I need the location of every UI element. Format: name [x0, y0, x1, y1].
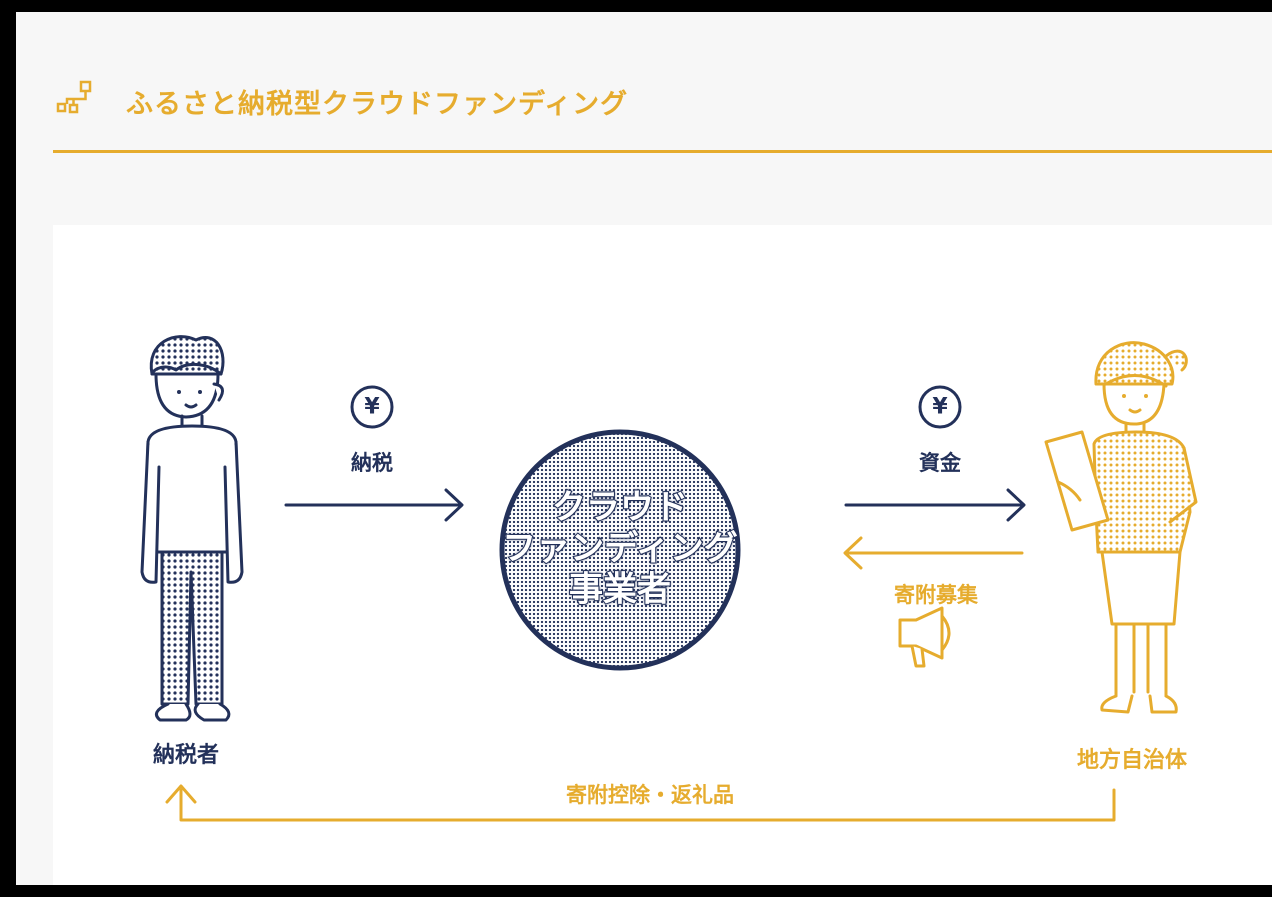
return-arrow: [165, 784, 1116, 822]
flow-chart-icon: [56, 80, 92, 114]
page-title: ふるさと納税型クラウドファンディング: [126, 89, 629, 120]
header-divider: [53, 150, 1272, 153]
tax-payment-arrow: [284, 488, 464, 522]
yen-icon: [350, 385, 394, 429]
funding-label: 資金: [919, 451, 961, 475]
platform-label: クラウド ファンディング 事業者: [501, 487, 739, 611]
diagram-canvas: [140, 335, 1198, 822]
platform-label-line1: クラウド: [551, 487, 689, 529]
yen-symbol: ¥: [364, 394, 380, 420]
return-label: 寄附控除・返礼品: [566, 783, 734, 807]
municipality-label: 地方自治体: [1076, 748, 1188, 773]
yen-symbol: ¥: [932, 394, 948, 420]
platform-label-line2: ファンディング: [501, 528, 739, 570]
taxpayer-label: 納税者: [152, 743, 220, 768]
platform-circle: [499, 429, 741, 671]
municipality-figure: [1044, 341, 1198, 714]
yen-icon: [918, 385, 962, 429]
donation-request-arrow: [843, 536, 1024, 570]
platform-label-line3: 事業者: [568, 569, 672, 611]
page-frame: ふるさと納税型クラウドファンディング: [16, 12, 1272, 885]
megaphone-icon: [898, 606, 951, 668]
donation-request-label: 寄附募集: [894, 583, 978, 607]
funding-arrow: [844, 488, 1026, 522]
taxpayer-figure: [140, 335, 244, 722]
tax-payment-label: 納税: [351, 451, 393, 475]
